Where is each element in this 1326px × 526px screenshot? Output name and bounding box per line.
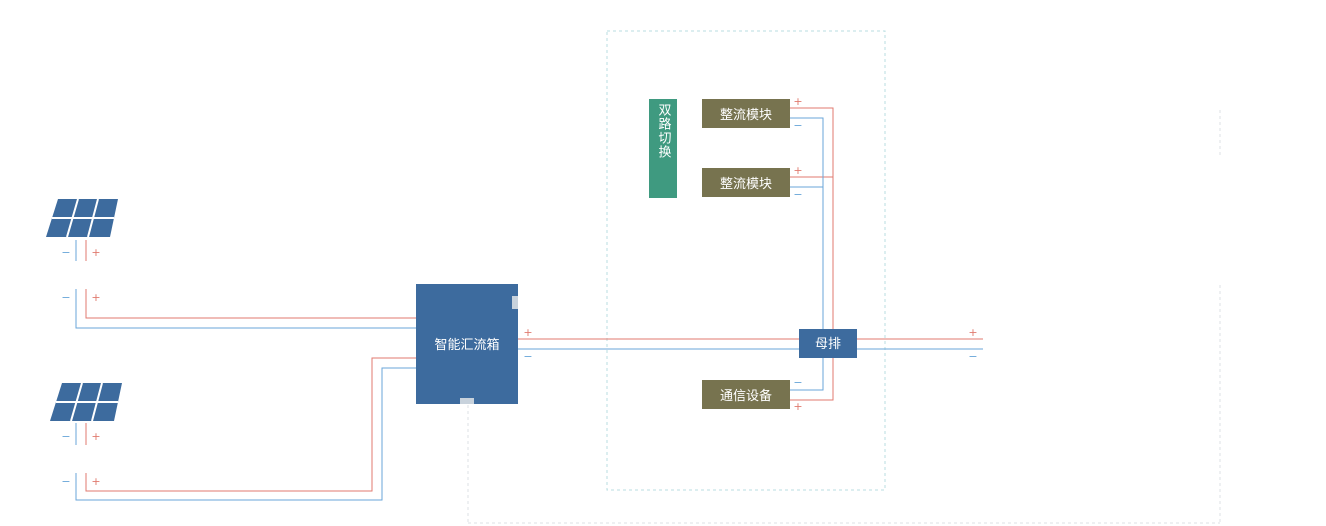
panel-1-top-plus-sign: + <box>91 246 100 259</box>
wires-panel-1 <box>75 240 416 329</box>
output-minus-sign: − <box>968 350 977 363</box>
solar-panel-icon <box>50 382 122 422</box>
panel-1-bottom-minus-sign: − <box>61 291 70 304</box>
panel-1-bottom-plus-sign: + <box>91 291 100 304</box>
panel-1-top-minus-sign: − <box>61 246 70 259</box>
busbar-label: 母排 <box>815 337 841 352</box>
collector-wires <box>790 107 834 401</box>
combiner-box-label: 智能汇流箱 <box>434 337 499 353</box>
rectifier-module-1-label: 整流模块 <box>720 108 772 123</box>
comm-equipment: 通信设备 <box>702 380 790 409</box>
polarity-signs: − + − + − + − + + − + − + − − + + − <box>61 95 977 488</box>
rect-1-minus-sign: − <box>793 119 802 132</box>
rect-1-positive-wire <box>790 107 834 401</box>
panel-2-negative-wire <box>75 367 416 501</box>
panel-2-top-plus-sign: + <box>91 430 100 443</box>
rect-2-plus-sign: + <box>793 164 802 177</box>
rect-1-negative-wire <box>790 117 824 391</box>
comm-equipment-label: 通信设备 <box>720 388 772 404</box>
comm-plus-sign: + <box>793 400 802 413</box>
cabinet-outline <box>606 30 886 491</box>
wires-panel-2 <box>75 357 416 501</box>
dual-switch-label: 双路切换 <box>656 103 672 159</box>
combiner-connector-right <box>512 296 518 309</box>
comm-minus-sign: − <box>793 376 802 389</box>
panel-2-bottom-minus-sign: − <box>61 475 70 488</box>
combiner-out-plus-sign: + <box>523 326 532 339</box>
main-bus-wires <box>518 338 983 350</box>
panel-1-positive-wire <box>85 289 416 319</box>
outer-dashed-outline <box>467 110 1221 524</box>
combiner-out-minus-sign: − <box>523 350 532 363</box>
combiner-box: 智能汇流箱 <box>416 284 518 404</box>
busbar: 母排 <box>799 329 857 358</box>
dual-switch: 双路切换 <box>649 99 677 198</box>
rect-2-minus-sign: − <box>793 188 802 201</box>
panel-2-top-minus-sign: − <box>61 430 70 443</box>
cabinet-dashed-border <box>606 30 886 491</box>
panel-1-negative-wire <box>75 289 416 329</box>
rectifier-module-1: 整流模块 <box>702 99 790 128</box>
output-plus-sign: + <box>968 326 977 339</box>
rect-1-plus-sign: + <box>793 95 802 108</box>
panel-2-positive-wire <box>85 357 416 492</box>
rectifier-module-2-label: 整流模块 <box>720 177 772 192</box>
panel-2-bottom-plus-sign: + <box>91 475 100 488</box>
combiner-connector-bottom <box>460 398 474 404</box>
rectifier-module-2: 整流模块 <box>702 168 790 197</box>
solar-panel-icon <box>46 198 118 238</box>
